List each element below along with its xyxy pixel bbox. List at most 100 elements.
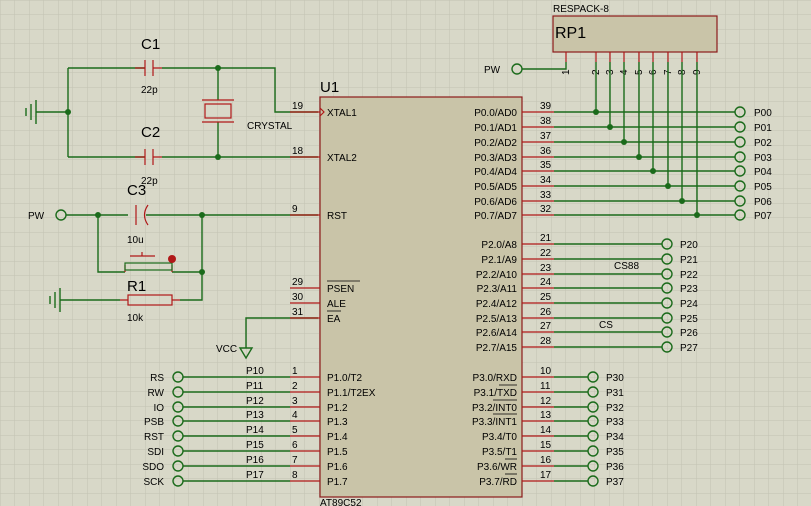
terminal-p22[interactable]: P22 — [661, 268, 698, 281]
terminal-sck[interactable]: SCK — [143, 475, 184, 488]
chip-pin-p1-3[interactable]: 4P1.3 — [290, 410, 348, 428]
terminal-p00[interactable]: P00 — [734, 106, 772, 119]
terminal-p26[interactable]: P26 — [661, 326, 698, 339]
crystal[interactable]: CRYSTAL — [202, 99, 293, 132]
pw-terminal-top[interactable]: PW — [484, 62, 567, 76]
p3-net-p31: P31 — [554, 386, 624, 399]
terminal-sdi[interactable]: SDI — [147, 445, 184, 458]
chip-pin-p1-2[interactable]: 3P1.2 — [290, 396, 348, 414]
terminal-p32[interactable]: P32 — [587, 401, 624, 414]
pin-name: P0.1/AD1 — [474, 123, 517, 134]
pin-number: 27 — [540, 321, 552, 332]
terminal-label: P07 — [754, 211, 772, 222]
reset-button[interactable] — [124, 252, 176, 272]
c3-value: 10u — [127, 235, 144, 246]
pin-number: 16 — [540, 455, 552, 466]
terminal-p06[interactable]: P06 — [734, 195, 772, 208]
pin-name: P3.6/WR — [477, 462, 517, 473]
capacitor-c2[interactable]: C2 22p — [135, 124, 162, 187]
pin-number: 30 — [292, 292, 304, 303]
chip-pin-p1-1-t2ex[interactable]: 2P1.1/T2EX — [290, 381, 376, 399]
terminal-rw[interactable]: RW — [148, 386, 184, 399]
terminal-p34[interactable]: P34 — [587, 430, 624, 443]
terminal-label: P22 — [680, 270, 698, 281]
terminal-p37[interactable]: P37 — [587, 475, 624, 488]
p3-net-p32: P32 — [554, 401, 624, 414]
rp1-pin-1[interactable]: 1 — [561, 52, 572, 75]
oscillator-circuit: C1 22p C2 22p CRYSTAL — [25, 36, 318, 187]
terminal-psb[interactable]: PSB — [144, 415, 184, 428]
terminal-p25[interactable]: P25 — [661, 312, 698, 325]
terminal-label: IO — [153, 403, 164, 414]
capacitor-c1[interactable]: C1 22p — [135, 36, 162, 96]
terminal-io[interactable]: IO — [153, 401, 184, 414]
terminal-p01[interactable]: P01 — [734, 121, 772, 134]
chip-pin-p1-5[interactable]: 6P1.5 — [290, 440, 348, 458]
chip-pin-p1-0-t2[interactable]: 1P1.0/T2 — [290, 366, 362, 384]
pin-number: 32 — [540, 204, 552, 215]
terminal-p24[interactable]: P24 — [661, 297, 698, 310]
terminal-label: P04 — [754, 167, 772, 178]
terminal-p07[interactable]: P07 — [734, 209, 772, 222]
terminal-sdo[interactable]: SDO — [142, 460, 184, 473]
terminal-p23[interactable]: P23 — [661, 282, 698, 295]
terminal-p04[interactable]: P04 — [734, 165, 772, 178]
chip-pin-p1-6[interactable]: 7P1.6 — [290, 455, 348, 473]
pin-number: 18 — [292, 146, 304, 157]
terminal-p33[interactable]: P33 — [587, 415, 624, 428]
resistor-r1[interactable]: R1 10k — [120, 278, 180, 324]
terminal-p30[interactable]: P30 — [587, 371, 624, 384]
pin-name: P1.4 — [327, 432, 348, 443]
terminal-label: RW — [148, 388, 165, 399]
terminal-p27[interactable]: P27 — [661, 341, 698, 354]
terminal-p35[interactable]: P35 — [587, 445, 624, 458]
terminal-p02[interactable]: P02 — [734, 136, 772, 149]
terminal-rs[interactable]: RS — [150, 371, 184, 384]
pin-name: P1.0/T2 — [327, 373, 362, 384]
chip-pin-p1-7[interactable]: 8P1.7 — [290, 470, 348, 488]
terminal-p03[interactable]: P03 — [734, 151, 772, 164]
terminal-p36[interactable]: P36 — [587, 460, 624, 473]
terminal-p05[interactable]: P05 — [734, 180, 772, 193]
terminal-p20[interactable]: P20 — [661, 238, 698, 251]
pin-name: PSEN — [327, 284, 354, 295]
chip-u1[interactable]: U1 AT89C52 19XTAL118XTAL29RST29PSEN30ALE… — [290, 79, 554, 506]
capacitor-c3[interactable]: C3 10u — [127, 182, 149, 246]
chip-pin-p1-4[interactable]: 5P1.4 — [290, 425, 348, 443]
terminal-p31[interactable]: P31 — [587, 386, 624, 399]
terminal-p21[interactable]: P21 — [661, 253, 698, 266]
terminal-rst[interactable]: RST — [144, 430, 184, 443]
pin-name: P3.7/RD — [479, 477, 517, 488]
